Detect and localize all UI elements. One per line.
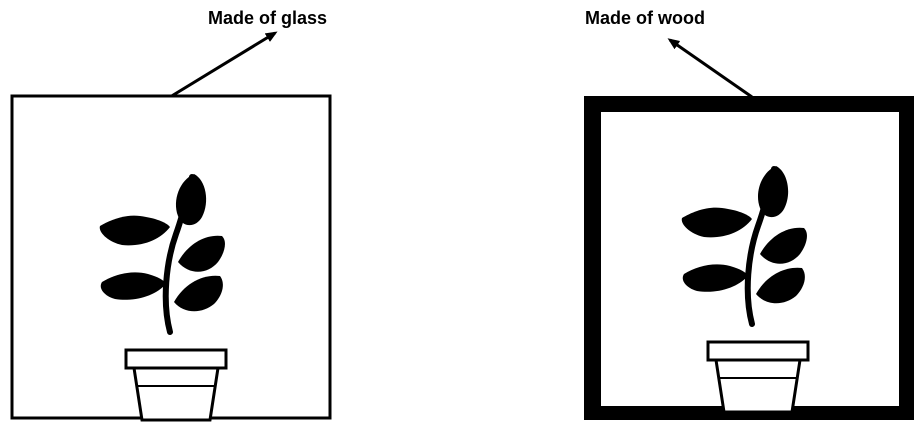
wood-box-group: Made of wood xyxy=(584,8,914,420)
wood-label-arrow xyxy=(670,40,752,97)
glass-box-group: Made of glass xyxy=(12,8,330,420)
glass-box-label: Made of glass xyxy=(208,8,327,28)
glass-label-arrow xyxy=(170,33,275,97)
wood-box-label: Made of wood xyxy=(585,8,705,28)
